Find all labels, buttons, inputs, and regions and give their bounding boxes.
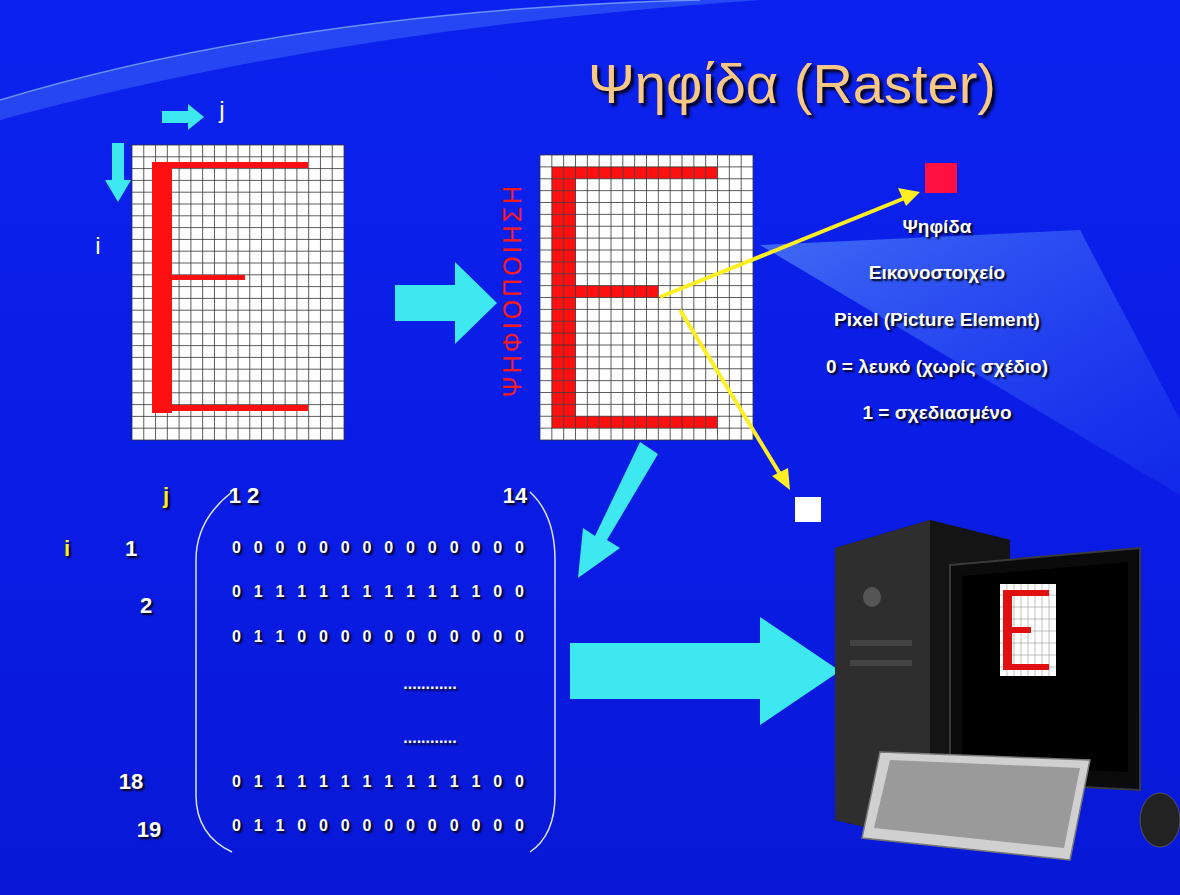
output-arrow	[570, 617, 840, 725]
matrix-row: 0 1 1 0 0 0 0 0 0 0 0 0 0 0	[232, 629, 528, 645]
ellipsis: ............	[403, 676, 456, 692]
matrix-arrow	[578, 442, 658, 578]
matrix-row: 0 0 0 0 0 0 0 0 0 0 0 0 0 0	[232, 540, 528, 556]
computer-icon	[835, 520, 1180, 860]
ellipsis: ............	[403, 730, 456, 746]
row-number: 18	[119, 771, 143, 793]
arrow-head	[772, 468, 790, 490]
legend-note: 0 = λευκό (χωρίς σχέδιο)	[826, 357, 1048, 376]
axis-label: j	[163, 485, 169, 507]
legend-note: 1 = σχεδιασμένο	[862, 403, 1011, 422]
decor-beam	[760, 230, 1180, 495]
row-number: 1	[125, 538, 137, 560]
vector-grid	[132, 145, 344, 440]
slide-title: Ψηφίδα (Raster)	[588, 56, 996, 112]
leader-line	[660, 198, 905, 297]
term-label: Εικονοστοιχείο	[869, 263, 1005, 282]
term-label: Pixel (Picture Element)	[834, 310, 1040, 329]
vector-letter	[152, 162, 308, 413]
row-number: 2	[140, 595, 152, 617]
matrix-row: 0 1 1 1 1 1 1 1 1 1 1 1 0 0	[232, 584, 528, 600]
axis-label: i	[64, 538, 70, 560]
digitise-arrow	[395, 262, 497, 344]
column-number: 1 2	[229, 485, 260, 507]
matrix-row: 0 1 1 0 0 0 0 0 0 0 0 0 0 0	[232, 818, 528, 834]
leader-line	[680, 310, 780, 474]
bracket	[196, 492, 232, 852]
red-pixel	[925, 163, 957, 193]
white-pixel	[795, 497, 821, 522]
matrix-row: 0 1 1 1 1 1 1 1 1 1 1 1 0 0	[232, 774, 528, 790]
bracket	[530, 492, 555, 852]
raster-grid	[540, 155, 753, 440]
arrow-head	[898, 188, 920, 206]
j-arrow	[162, 104, 204, 130]
axis-label: j	[219, 98, 224, 122]
axis-label: i	[95, 234, 100, 258]
i-arrow	[105, 143, 131, 202]
process-label: ΨΗΦΙΟΠΟΙΗΣΗ	[500, 183, 525, 397]
row-number: 19	[137, 819, 161, 841]
term-label: Ψηφίδα	[902, 217, 971, 236]
column-number: 14	[503, 485, 527, 507]
